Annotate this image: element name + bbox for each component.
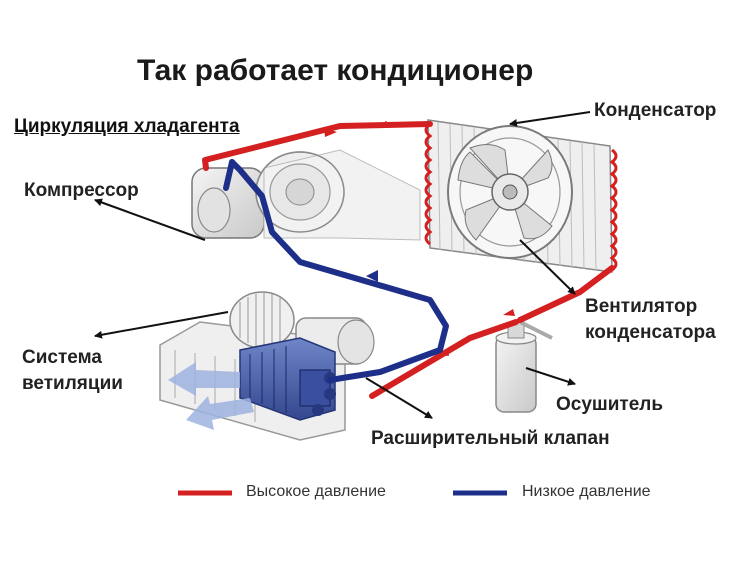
label-condenser: Конденсатор [594, 100, 717, 121]
label-condenser-fan-line1: Вентилятор [585, 296, 698, 317]
condenser-fan-illustration [447, 125, 573, 259]
pointer-arrows [94, 111, 591, 419]
dryer-illustration [495, 320, 553, 413]
legend-high-pressure-label: Высокое давление [246, 483, 386, 500]
compressor-illustration [191, 149, 421, 241]
low-pressure-flow-arrow [366, 270, 378, 282]
label-ventilation-line2: ветиляции [22, 373, 123, 394]
label-dryer: Осушитель [556, 394, 664, 415]
ventilation-system-illustration [159, 291, 375, 441]
label-compressor: Компрессор [24, 180, 139, 201]
high-pressure-flow-arrows [324, 121, 515, 356]
diagram-subtitle: Циркуляция хладагента [14, 116, 240, 137]
label-condenser-fan-line2: конденсатора [585, 322, 716, 343]
expansion-valve-illustration [299, 369, 336, 416]
label-expansion-valve: Расширительный клапан [371, 428, 610, 449]
legend-low-pressure-label: Низкое давление [522, 483, 651, 500]
page-title: Так работает кондиционер [137, 54, 534, 87]
label-ventilation-line1: Система [22, 347, 102, 368]
low-pressure-pipe [223, 159, 449, 383]
